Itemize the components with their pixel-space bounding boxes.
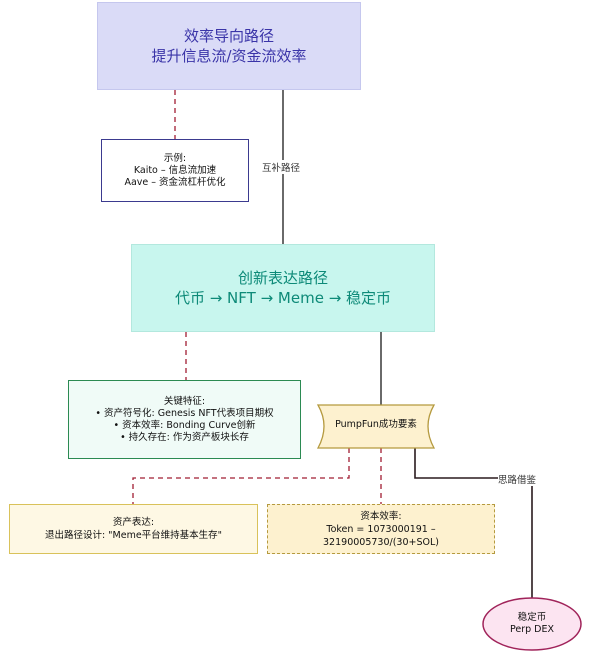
stablecoin-node[interactable]: 稳定币 Perp DEX xyxy=(483,598,581,650)
innovation-path-subtitle: 代币 → NFT → Meme → 稳定币 xyxy=(174,289,392,307)
stablecoin-title: 稳定币 xyxy=(517,612,547,623)
efficiency-path-node[interactable]: 效率导向路径 提升信息流/资金流效率 xyxy=(97,2,361,90)
capital-efficiency-formula: Token = 1073000191 – 32190005730/(30+SOL… xyxy=(323,523,439,548)
complement-path-label: 互补路径 xyxy=(262,160,301,174)
asset-expression-detail: 退出路径设计: "Meme平台维持基本生存" xyxy=(44,530,223,541)
feature-item: • 持久存在: 作为资产板块长存 xyxy=(120,431,249,443)
efficiency-path-title: 效率导向路径 xyxy=(183,27,274,45)
example-node[interactable]: 示例: Kaito – 信息流加速 Aave – 资金流杠杆优化 xyxy=(101,139,249,202)
key-features-title: 关键特征: xyxy=(163,395,206,407)
feature-item: • 资本效率: Bonding Curve创新 xyxy=(113,419,256,431)
example-title: 示例: xyxy=(163,152,187,164)
pumpfun-shape xyxy=(316,404,436,449)
stablecoin-shape xyxy=(482,597,582,651)
efficiency-path-subtitle: 提升信息流/资金流效率 xyxy=(151,47,307,65)
example-line-kaito: Kaito – 信息流加速 xyxy=(133,164,217,176)
stablecoin-subtitle: Perp DEX xyxy=(509,624,555,635)
feature-item: • 资产符号化: Genesis NFT代表项目期权 xyxy=(95,407,274,419)
asset-expression-node[interactable]: 资产表达: 退出路径设计: "Meme平台维持基本生存" xyxy=(9,504,258,554)
innovation-path-node[interactable]: 创新表达路径 代币 → NFT → Meme → 稳定币 xyxy=(131,244,435,332)
borrow-idea-label: 思路借鉴 xyxy=(498,472,537,486)
example-line-aave: Aave – 资金流杠杆优化 xyxy=(124,176,226,188)
connector-pumpfun-stablecoin xyxy=(414,448,533,598)
key-features-node[interactable]: 关键特征: • 资产符号化: Genesis NFT代表项目期权 • 资本效率:… xyxy=(68,380,301,459)
innovation-path-title: 创新表达路径 xyxy=(237,269,328,287)
asset-expression-title: 资产表达: xyxy=(112,517,155,528)
capital-efficiency-title: 资本效率: xyxy=(360,510,402,522)
connector-pumpfun-asset xyxy=(132,448,350,504)
capital-efficiency-node[interactable]: 资本效率: Token = 1073000191 – 32190005730/(… xyxy=(267,504,495,554)
pumpfun-node-label[interactable]: PumpFun成功要素 xyxy=(335,419,417,430)
